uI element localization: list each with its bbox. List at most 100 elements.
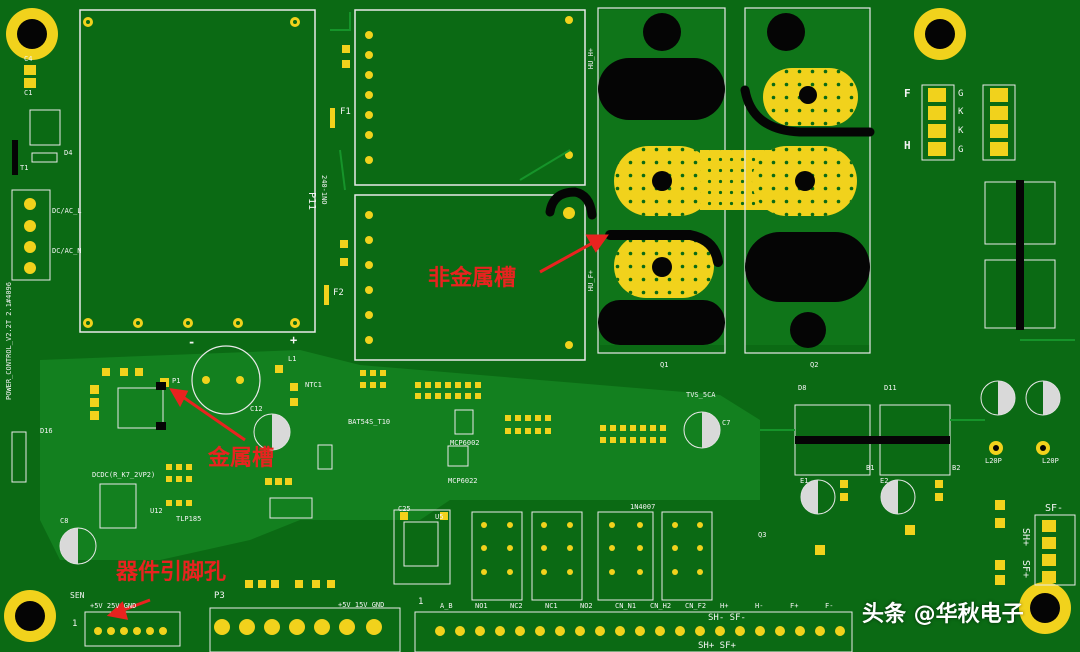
terminal-label: CN_N1 (615, 602, 637, 610)
dcac-connector (11, 189, 51, 281)
sen-pin-labels: +5V 25V GND (90, 602, 137, 610)
hu-hplus-label: HU_H+ (587, 48, 595, 70)
p1-label: P1 (172, 377, 181, 385)
c4-label: C4 (24, 55, 33, 63)
relay-model-label: 240-1NO (320, 175, 328, 205)
terminal-label: NC2 (510, 602, 523, 610)
dcdc-module (99, 483, 137, 529)
q1-curved-slot (605, 230, 723, 267)
capacitor-c12 (191, 345, 261, 415)
terminal-label: NO1 (475, 602, 488, 610)
capacitor-e2 (880, 479, 916, 515)
p3-label: P3 (214, 591, 225, 601)
c12-label: C12 (250, 405, 263, 413)
dcac-l-label: DC/AC_L (52, 207, 82, 215)
b1-label: B1 (866, 464, 875, 472)
board-name-label: POWER_CONTROL_V2.2T 2.1#4096 (5, 282, 13, 401)
ic-u8 (317, 444, 333, 470)
mounting-hole-br (1019, 582, 1071, 634)
relay-outline-top (354, 9, 586, 186)
transformer-outline (79, 9, 316, 333)
terminal-label: H- (755, 602, 764, 610)
g2-label: G (958, 145, 964, 155)
annotation-metal-slot: 金属槽 (208, 446, 275, 471)
sf-plus-label: SF+ (1020, 560, 1031, 579)
ntc1-label: NTC1 (305, 381, 322, 389)
d4-label: D4 (64, 149, 73, 157)
right-terminal (1034, 514, 1076, 586)
e2-label: E2 (880, 477, 889, 485)
p3-connector (209, 607, 401, 652)
terminal-label: CN_H2 (650, 602, 672, 610)
mounting-hole-bl (4, 590, 56, 642)
c1-label: C1 (24, 89, 33, 97)
terminal-label: NC1 (545, 602, 558, 610)
t1-label: T1 (20, 164, 29, 172)
q2-label: Q2 (810, 361, 819, 369)
u12-label: U12 (150, 507, 163, 515)
terminal-label: F- (825, 602, 834, 610)
sh-plus-sf-plus-label: SH+ (1020, 528, 1031, 547)
annotation-non-metal-slot: 非金属槽 (428, 266, 517, 291)
f2-label: F2 (333, 288, 344, 298)
relay-bank (471, 511, 713, 601)
relay-outline-bottom (354, 194, 586, 361)
annotation-arrows (106, 234, 609, 620)
terminal-label: CN_F2 (685, 602, 707, 610)
sen-label: SEN (70, 591, 85, 600)
f1-label: F1 (340, 107, 351, 117)
capacitor-c12b (253, 413, 291, 451)
sf-minus-label: SF- (1045, 503, 1064, 514)
ic-u9 (269, 497, 313, 519)
f-label: F (904, 87, 911, 100)
dcac-n-label: DC/AC_N (52, 247, 82, 255)
gate-connector (921, 84, 1016, 161)
q1-slot-bottom (598, 300, 725, 345)
terminal-label: F+ (790, 602, 799, 610)
l20p-label-1: L20P (985, 457, 1002, 465)
q2-slot-lower (745, 232, 870, 302)
mounting-hole-tl (6, 8, 58, 60)
tlp185-label: TLP185 (176, 515, 202, 523)
sen-pins (94, 627, 167, 635)
q2-outline (744, 7, 871, 354)
d11-label: D11 (884, 384, 897, 392)
sen-pin1-label: 1 (72, 619, 78, 629)
capacitor-e1 (800, 479, 836, 515)
terminal-row2-label: SH- SF- (708, 613, 746, 623)
capacitor-c7 (683, 411, 721, 449)
mcp6022-label: MCP6022 (448, 477, 478, 485)
q1-label: Q1 (660, 361, 669, 369)
relay-pins (365, 16, 575, 349)
hu-fplus-label: HU_F+ (587, 270, 595, 292)
dcdc-label: DCDC(R_K7_2VP2) (92, 471, 156, 479)
terminal-pins (435, 626, 845, 636)
p11-label: P11 (306, 192, 317, 211)
annotation-pin-hole: 器件引脚孔 (116, 560, 227, 585)
k2-label: K (958, 126, 964, 136)
q2-hole-bottom (790, 312, 826, 348)
terminal-row3-label: SH+ SF+ (698, 641, 736, 651)
ic-7805 (117, 387, 164, 429)
icd-header (11, 431, 27, 483)
d8-label: D8 (798, 384, 807, 392)
ic-mcp6002 (454, 409, 474, 435)
mcp6002-label: MCP6002 (450, 439, 480, 447)
tvs-label: TVS_5CA (686, 391, 716, 399)
capacitor-c8 (59, 527, 97, 565)
terminal-label: A_B (440, 602, 453, 610)
l20p-label-2: L20P (1042, 457, 1059, 465)
terminal-pin1-label: 1 (418, 597, 424, 607)
q2-hole-top (767, 13, 805, 51)
q2-curved-slot (740, 85, 875, 137)
main-terminal (414, 611, 853, 652)
e1-label: E1 (800, 477, 809, 485)
d16-label: D16 (40, 427, 53, 435)
b2-label: B2 (952, 464, 961, 472)
sen-connector (84, 611, 181, 647)
c8-label: C8 (60, 517, 69, 525)
mounting-hole-tr (914, 8, 966, 60)
u5-label: U5 (435, 513, 444, 521)
